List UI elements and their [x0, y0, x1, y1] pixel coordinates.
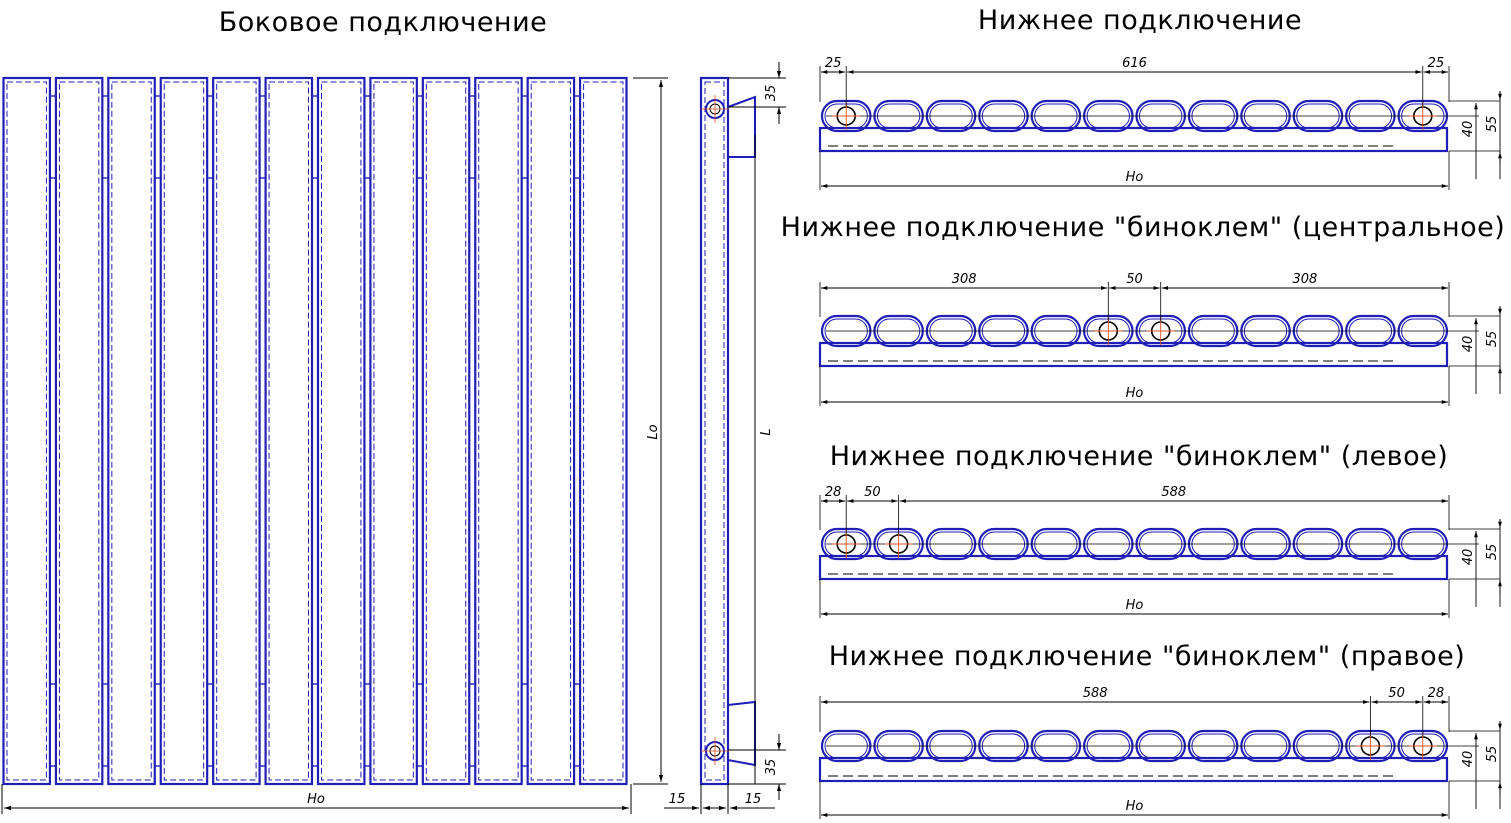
section-hidden-edge [111, 81, 152, 781]
side-dimensions: Lo Ho [1, 77, 668, 814]
dimension-value: 50 [1126, 272, 1143, 287]
width-label-ho: Ho [1126, 598, 1144, 613]
height-label-55: 55 [1485, 544, 1500, 561]
profile-body [699, 76, 730, 786]
title-bottom-connection: Нижнее подключение [978, 5, 1302, 36]
section-column [264, 76, 314, 786]
dimension-value: 588 [1161, 485, 1186, 500]
title-bottom-left: Нижнее подключение "биноклем" (левое) [830, 441, 1449, 472]
profile-dimensions: 35 35 L 15 15 [664, 62, 786, 814]
height-label-40: 40 [1461, 121, 1476, 138]
width-label-ho: Ho [1126, 799, 1144, 814]
height-label-55: 55 [1485, 331, 1500, 348]
section-hidden-edge [163, 81, 205, 781]
collector-bar [818, 341, 1449, 368]
length-label-l: L [759, 428, 774, 435]
dimension-value: 50 [864, 485, 881, 500]
width-label-ho: Ho [1126, 170, 1144, 185]
section-column [369, 76, 418, 786]
collector-bar [818, 756, 1449, 783]
section-hidden-edge [530, 81, 572, 781]
dimension-value: 28 [1428, 686, 1445, 701]
section-hidden-edge [425, 81, 467, 781]
width-label-ho: Ho [307, 792, 325, 807]
section-column [421, 76, 471, 786]
section-column [159, 76, 209, 786]
profile-view [699, 76, 756, 786]
section-hidden-edge [268, 81, 310, 781]
section-column [2, 76, 52, 786]
title-bottom-central: Нижнее подключение "биноклем" (центральн… [781, 212, 1506, 243]
height-label-40: 40 [1461, 751, 1476, 768]
dimension-value: 588 [1083, 686, 1108, 701]
dimension-value: 308 [1292, 272, 1317, 287]
offset-bottom-label: 35 [764, 759, 779, 776]
section-hidden-edge [216, 81, 257, 781]
gap-left-label: 15 [669, 792, 686, 807]
section-column [212, 76, 261, 786]
section-hidden-edge [373, 81, 414, 781]
height-label-40: 40 [1461, 336, 1476, 353]
collector-bar [818, 126, 1449, 153]
dimension-value: 50 [1388, 686, 1405, 701]
dimension-value: 28 [825, 485, 842, 500]
height-label-55: 55 [1485, 746, 1500, 763]
section-column [107, 76, 156, 786]
dimension-value: 308 [952, 272, 977, 287]
collector-bar [818, 554, 1449, 581]
title-side-connection: Боковое подключение [219, 7, 548, 38]
gap-right-label: 15 [745, 792, 762, 807]
profile-hidden-edge [704, 81, 725, 781]
height-label-40: 40 [1461, 549, 1476, 566]
height-label-55: 55 [1485, 116, 1500, 133]
section-column [578, 76, 628, 786]
side-view [2, 76, 628, 786]
section-hidden-edge [58, 81, 100, 781]
section-hidden-edge [6, 81, 47, 781]
offset-top-label: 35 [764, 85, 779, 102]
section-hidden-edge [321, 81, 362, 781]
bracket-bottom [727, 700, 756, 767]
width-label-ho: Ho [1126, 386, 1144, 401]
section-hidden-edge [583, 81, 624, 781]
dimension-value: 616 [1122, 56, 1147, 71]
section-column [474, 76, 523, 786]
height-label-lo: Lo [646, 424, 661, 439]
dimension-value: 25 [1428, 56, 1445, 71]
section-column [526, 76, 576, 786]
section-hidden-edge [478, 81, 519, 781]
dimension-value: 25 [825, 56, 842, 71]
section-column [316, 76, 366, 786]
bracket-top [727, 95, 756, 158]
section-column [54, 76, 104, 786]
title-bottom-right: Нижнее подключение "биноклем" (правое) [829, 641, 1466, 672]
